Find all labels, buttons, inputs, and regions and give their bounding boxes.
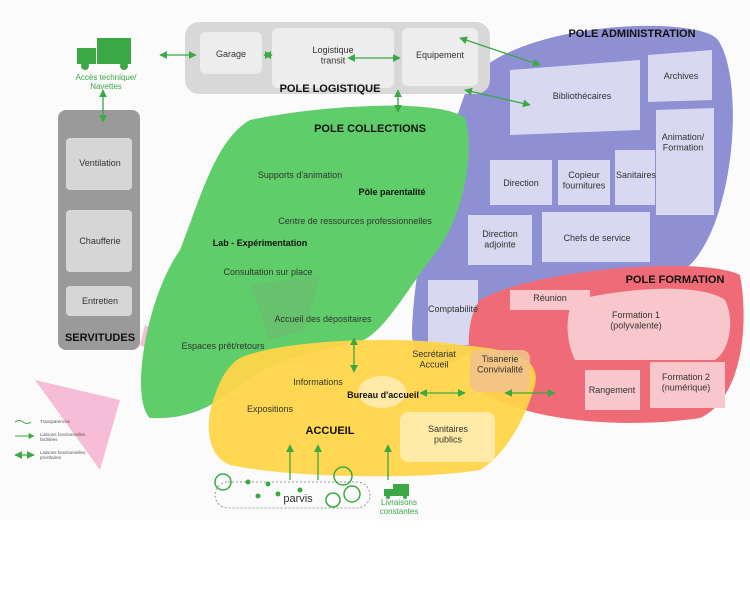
room-archives xyxy=(648,50,712,102)
label-accueil-depositaires: Accueil des dépositaires xyxy=(274,314,372,324)
tree-icons xyxy=(214,466,361,508)
room-chaufferie xyxy=(66,210,132,272)
room-bibliothecaires xyxy=(510,60,640,135)
decor-shape-3 xyxy=(250,275,320,340)
label-expositions: Expositions xyxy=(247,404,294,414)
room-ventilation xyxy=(66,138,132,190)
room-comptabilite xyxy=(428,280,478,345)
legend-label-transparences: Transparences xyxy=(40,419,71,424)
label-centre-ressources: Centre de ressources professionnelles xyxy=(278,216,432,226)
label-informations: Informations xyxy=(293,377,343,387)
arrow-equipement-bibliothecaires xyxy=(464,87,531,108)
label-consultation: Consultation sur place xyxy=(223,267,312,277)
room-formation-2 xyxy=(650,362,725,408)
pole-collections-area xyxy=(141,105,469,419)
pole-servitudes-title: SERVITUDES xyxy=(65,332,135,344)
truck-icon xyxy=(77,38,131,70)
room-copieur xyxy=(558,160,610,205)
pole-formation-title: POLE FORMATION xyxy=(626,274,725,286)
delivery-truck-icon xyxy=(384,484,409,499)
label-supports-animation: Supports d'animation xyxy=(258,170,342,180)
label-lab-experimentation: Lab - Expérimentation xyxy=(213,238,308,248)
pole-logistique-title: POLE LOGISTIQUE xyxy=(280,83,381,95)
label-sanitaires-admin: Sanitaires xyxy=(616,170,657,180)
arrow-equipement-admin xyxy=(459,36,541,67)
label-animation-formation: Animation/Formation xyxy=(662,132,705,152)
room-reunion xyxy=(510,290,590,310)
label-garage: Garage xyxy=(216,49,246,59)
room-sanitaires-publics xyxy=(400,412,495,462)
room-formation-1 xyxy=(567,288,731,360)
parvis-outline xyxy=(214,481,371,509)
label-chefs-de-service: Chefs de service xyxy=(563,233,630,243)
pole-accueil-title: ACCUEIL xyxy=(306,425,355,437)
room-logistique-transit xyxy=(272,28,394,88)
pole-administration-title: POLE ADMINISTRATION xyxy=(568,28,695,40)
room-entretien xyxy=(66,286,132,316)
room-animation-formation xyxy=(656,108,714,215)
label-chaufferie: Chaufferie xyxy=(79,236,120,246)
label-direction: Direction xyxy=(503,178,539,188)
label-espaces-pret: Espaces prêt/retours xyxy=(181,341,265,351)
label-equipement: Equipement xyxy=(416,50,465,60)
label-formation-1: Formation 1(polyvalente) xyxy=(610,310,662,330)
label-entretien: Entretien xyxy=(82,296,118,306)
room-equipement xyxy=(402,28,478,86)
pedestrian-icons xyxy=(245,479,303,499)
bureau-accueil-shape xyxy=(358,376,406,408)
room-sanitaires-admin xyxy=(615,150,655,205)
room-tisanerie xyxy=(470,350,530,392)
room-rangement xyxy=(585,370,640,410)
room-direction xyxy=(490,160,552,205)
legend xyxy=(14,420,35,459)
label-archives: Archives xyxy=(664,71,699,81)
label-formation-2: Formation 2(numérique) xyxy=(662,372,711,392)
decor-shape-1 xyxy=(35,380,120,470)
room-garage xyxy=(200,32,262,74)
label-reunion: Réunion xyxy=(533,293,567,303)
label-bibliothecaires: Bibliothécaires xyxy=(553,91,612,101)
label-ventilation: Ventilation xyxy=(79,158,121,168)
label-pole-parentalite: Pôle parentalité xyxy=(358,187,425,197)
legend-wave-icon xyxy=(14,420,32,424)
pole-collections-title: POLE COLLECTIONS xyxy=(314,123,426,135)
label-acces-technique: Accès technique/Navettes xyxy=(76,73,138,91)
label-comptabilite: Comptabilité xyxy=(428,304,478,314)
room-direction-adjointe xyxy=(468,215,532,265)
label-bureau-accueil: Bureau d'accueil xyxy=(347,390,419,400)
label-rangement: Rangement xyxy=(589,385,636,395)
room-chefs-de-service xyxy=(542,212,650,262)
label-parvis: parvis xyxy=(283,493,313,505)
